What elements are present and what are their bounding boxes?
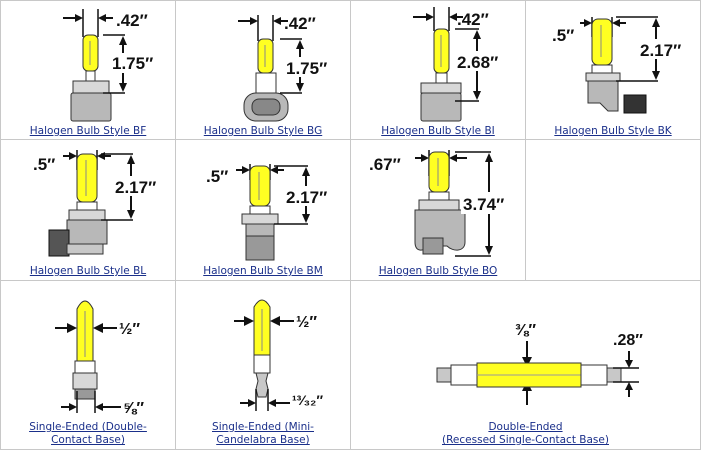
dim-height-bo: 3.74″: [463, 195, 504, 214]
bulb-cell-single-ended-double-contact: ½″ ⅝″ Single-Ended (Double- Contact Base…: [0, 280, 176, 450]
link-double-ended-recessed-single-contact-base[interactable]: Double-Ended (Recessed Single-Contact Ba…: [442, 421, 609, 446]
bulb-cell-bo: .67″ 3.74″ Halogen Bulb Style BO: [350, 139, 526, 281]
bulb-single-ended-double-contact-diagram: ½″ ⅝″: [55, 300, 144, 417]
dim-height-bl: 2.17″: [115, 178, 156, 197]
bulb-cell-bm: .5″ 2.17″ Halogen Bulb Style BM: [175, 139, 351, 281]
dim-height-bk: 2.17″: [640, 41, 681, 60]
bulb-cell-bg: .42″ 1.75″ Halogen Bulb Style BG: [175, 0, 351, 140]
dim-height-bi: 2.68″: [457, 53, 498, 72]
dim-width-bg: .42″: [284, 14, 316, 33]
link-halogen-bulb-style-bm[interactable]: Halogen Bulb Style BM: [203, 265, 323, 277]
bulb-bg-diagram: .42″ 1.75″: [238, 14, 336, 122]
link-single-ended-mini-candelabra-base[interactable]: Single-Ended (Mini- Candelabra Base): [212, 421, 314, 446]
dim-width-bf: .42″: [116, 11, 148, 30]
link-halogen-bulb-style-bk[interactable]: Halogen Bulb Style BK: [554, 125, 672, 137]
bulb-cell-bl: .5″ 2.17″ Halogen Bulb Style BL: [0, 139, 176, 281]
dim-width-bm: .5″: [206, 167, 228, 186]
bulb-bk-diagram: .5″ 2.17″: [552, 16, 690, 114]
empty-cell: [525, 139, 701, 281]
bulb-double-ended-diagram: ⅜″ .28″: [436, 322, 643, 405]
dim-width-bi: .42″: [457, 10, 489, 29]
bulb-cell-single-ended-mini-candelabra: ½″ ¹³⁄₃₂″ Single-Ended (Mini- Candelabra…: [175, 280, 351, 450]
dim-base-single-ended-mini: ¹³⁄₃₂″: [292, 392, 323, 408]
dim-width-single-ended-mini: ½″: [296, 314, 317, 331]
dim-length-double-ended: ⅜″: [515, 322, 536, 339]
dim-height-bm: 2.17″: [286, 188, 327, 207]
dim-width-bo: .67″: [369, 155, 401, 174]
bulb-bi-diagram: .42″ 2.68″: [413, 7, 511, 122]
dim-width-bl: .5″: [33, 155, 55, 174]
dim-width-bk: .5″: [552, 26, 574, 45]
link-halogen-bulb-style-bg[interactable]: Halogen Bulb Style BG: [203, 125, 323, 137]
bulb-bo-diagram: .67″ 3.74″: [369, 150, 515, 257]
dim-base-single-ended-double: ⅝″: [123, 400, 144, 417]
link-halogen-bulb-style-bf[interactable]: Halogen Bulb Style BF: [29, 125, 147, 137]
dim-diameter-double-ended: .28″: [613, 332, 643, 349]
dim-width-single-ended-double: ½″: [119, 321, 140, 338]
bulb-bl-diagram: .5″ 2.17″: [33, 150, 165, 257]
dim-height-bf: 1.75″: [112, 54, 153, 73]
link-single-ended-double-contact-base[interactable]: Single-Ended (Double- Contact Base): [29, 421, 147, 446]
bulb-cell-bi: .42″ 2.68″ Halogen Bulb Style BI: [350, 0, 526, 140]
bulb-single-ended-mini-candelabra-diagram: ½″ ¹³⁄₃₂″: [234, 299, 323, 411]
link-halogen-bulb-style-bl[interactable]: Halogen Bulb Style BL: [29, 265, 147, 277]
bulb-cell-bf: .42″ 1.75″ Halogen Bulb Style BF: [0, 0, 176, 140]
bulb-cell-double-ended: ⅜″ .28″ Double-Ended (Recessed Single-Co…: [350, 280, 701, 450]
bulb-cell-bk: .5″ 2.17″ Halogen Bulb Style BK: [525, 0, 701, 140]
dim-height-bg: 1.75″: [286, 59, 327, 78]
link-halogen-bulb-style-bi[interactable]: Halogen Bulb Style BI: [381, 125, 495, 137]
bulb-bf-diagram: .42″ 1.75″: [63, 9, 159, 122]
bulb-bm-diagram: .5″ 2.17″: [206, 164, 338, 261]
link-halogen-bulb-style-bo[interactable]: Halogen Bulb Style BO: [378, 265, 498, 277]
